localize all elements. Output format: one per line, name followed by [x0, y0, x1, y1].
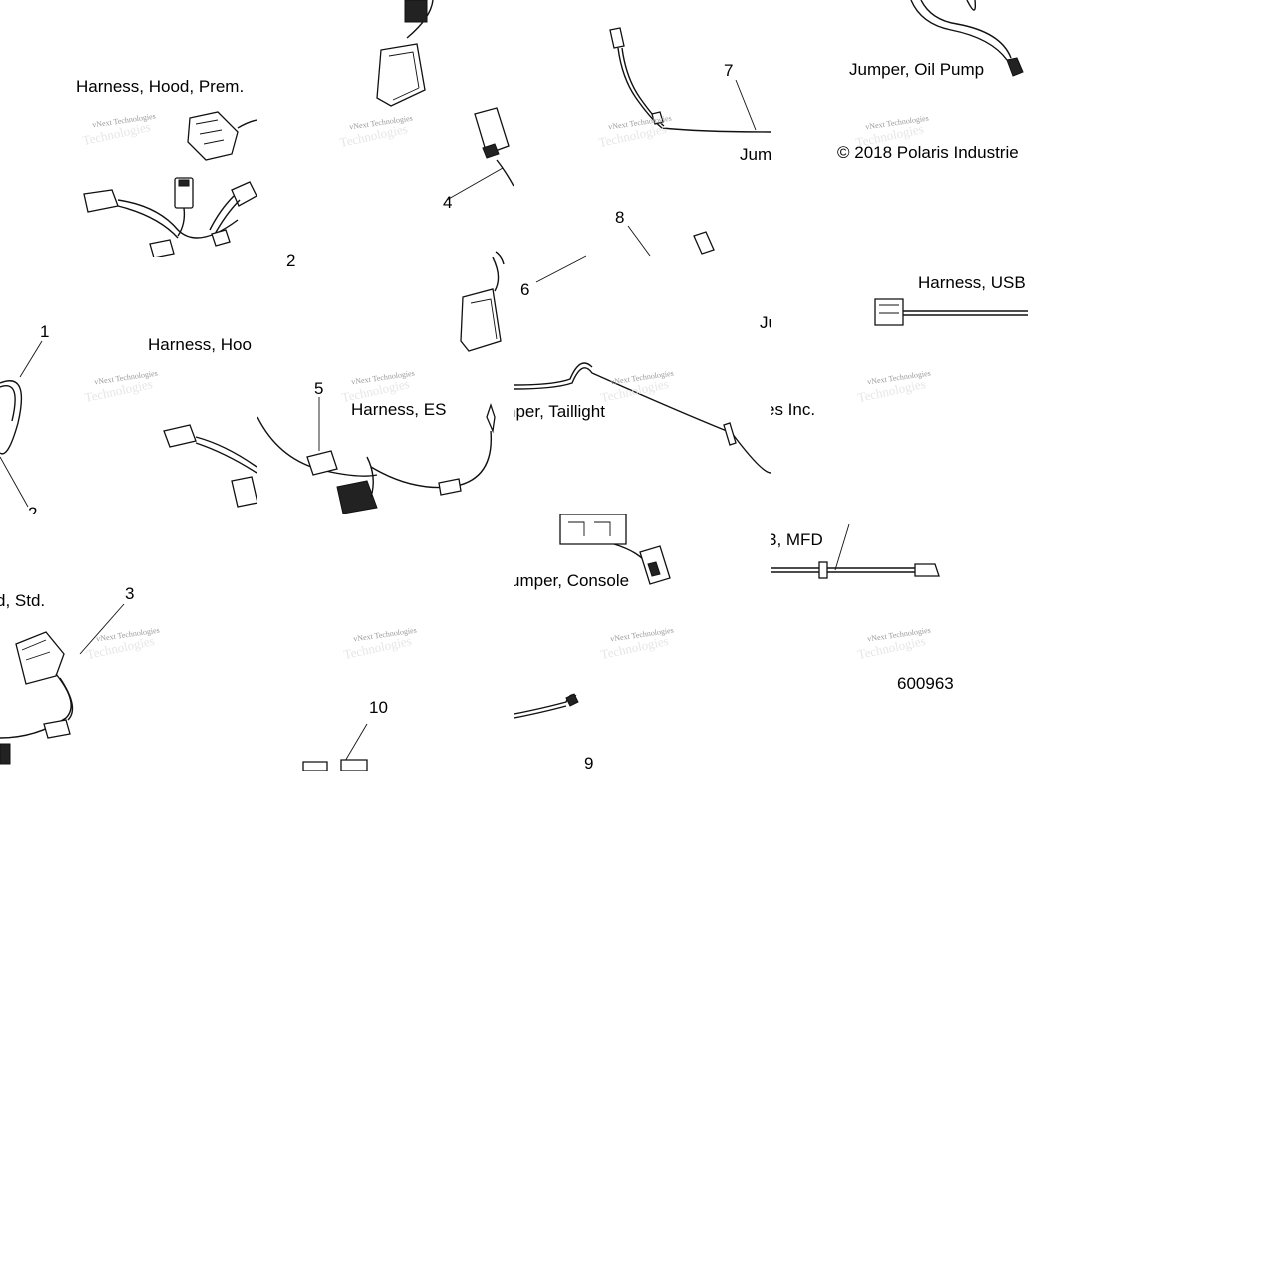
tile-taillight: 6 Ju nper, Taillight vNext Technologies … — [514, 257, 771, 514]
harness-es-drawing — [257, 257, 502, 514]
callout-7: 7 — [724, 61, 734, 80]
tile-hood-std: 1 2 Harness, Hoo vNext Technologies Tech… — [0, 257, 257, 514]
callout-2: 2 — [28, 504, 38, 514]
taillight-jumper-drawing — [514, 362, 771, 474]
label-copyright: © 2018 Polaris Industrie — [837, 143, 1019, 162]
label-usb-mfd: 3, MFD — [771, 530, 823, 549]
label-harness-usb: Harness, USB — [918, 273, 1026, 292]
callout-8: 8 — [615, 208, 625, 227]
tile-usb-mfd: 3, MFD 600963 vNext Technologies Technol… — [771, 514, 1028, 771]
label-jumper-cut-2: Ju — [760, 313, 771, 332]
jumper-7-drawing — [609, 27, 771, 133]
usb-mfd-harness-drawing — [771, 523, 940, 579]
tile-hood-std-2: d, Std. 3 vNext Technologies Technologie… — [0, 514, 257, 771]
tile-jumper-7: 7 Jum vNext Technologies Technologies — [514, 0, 771, 257]
console-jumper-drawing — [514, 514, 671, 719]
label-jumper-oil-pump: Jumper, Oil Pump — [849, 60, 985, 79]
label-jumper-taillight: nper, Taillight — [514, 402, 605, 421]
label-inc-cut: es Inc. — [771, 400, 816, 419]
tile-harness-usb: Harness, USB es Inc. vNext Technologies … — [771, 257, 1028, 514]
callout-10: 10 — [369, 698, 388, 717]
callout-2-center: 2 — [286, 251, 296, 270]
callout-6: 6 — [520, 280, 530, 299]
connector-4-drawing — [376, 0, 514, 201]
label-harness-hood-std: d, Std. — [0, 591, 46, 610]
connector-10-drawing — [302, 723, 368, 771]
callout-5: 5 — [314, 379, 324, 398]
tile-connector-4: 4 vNext Technologies Technologies — [257, 0, 514, 257]
callout-1: 1 — [40, 322, 50, 341]
label-part-number: 600963 — [897, 674, 954, 693]
usb-harness-drawing — [874, 298, 1028, 326]
hood-std-harness-drawing — [0, 603, 125, 765]
hood-harness-drawing — [0, 340, 257, 508]
oil-pump-jumper-drawing — [910, 0, 1024, 77]
callout-9: 9 — [584, 754, 594, 771]
label-jumper-console: umper, Console — [514, 571, 630, 590]
callout-3: 3 — [125, 584, 135, 603]
tile-hood-prem: Harness, Hood, Prem. vNext Technologies … — [0, 0, 257, 257]
tile-console: umper, Console 9 vNext Technologies Tech… — [514, 514, 771, 771]
label-harness-hood-cut: Harness, Hoo — [148, 335, 252, 354]
tile-harness-es: 5 Harness, ES vNext Technologies Technol… — [257, 257, 514, 514]
callout-4: 4 — [443, 193, 453, 212]
label-jumper-cut: Jum — [740, 145, 771, 164]
tile-connector-10: 10 vNext Technologies Technologies — [257, 514, 514, 771]
label-harness-hood-prem: Harness, Hood, Prem. — [76, 77, 245, 96]
label-harness-es: Harness, ES — [351, 400, 447, 419]
tile-oil-pump: Jumper, Oil Pump © 2018 Polaris Industri… — [771, 0, 1028, 257]
hood-prem-harness-drawing — [83, 111, 257, 257]
